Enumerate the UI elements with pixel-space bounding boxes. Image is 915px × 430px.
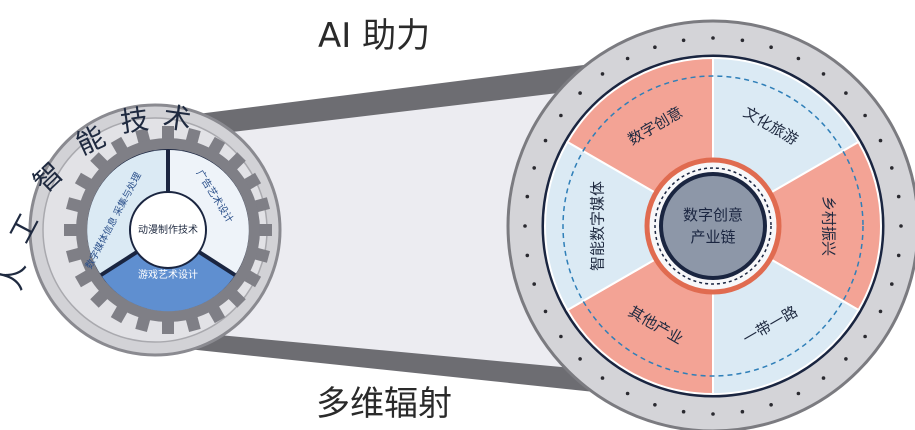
rim-dot	[559, 334, 563, 339]
rim-dot	[740, 409, 745, 414]
rim-dot	[532, 166, 536, 170]
left-hub-label: 动漫制作技术	[138, 223, 198, 236]
right-segment-label: 智能数字媒体	[589, 181, 607, 271]
rim-dot	[625, 56, 630, 61]
left-arc-char: 术	[161, 100, 193, 137]
rim-dot	[532, 282, 536, 286]
rim-dot	[796, 391, 801, 396]
rim-dot	[600, 72, 605, 76]
rim-dot	[681, 409, 686, 414]
rim-dots	[523, 36, 903, 416]
rim-dot	[653, 403, 657, 407]
left-arc-char: 人	[0, 260, 32, 293]
rim-dot	[740, 38, 745, 43]
rim-dot	[543, 138, 548, 143]
left-segment-bottom	[101, 230, 235, 312]
rim-dot	[899, 224, 903, 228]
bottom-label: 多维辐射	[316, 384, 452, 424]
rim-dot	[896, 253, 901, 258]
left-segment-label: 游戏艺术设计	[138, 268, 198, 281]
rim-dot	[525, 253, 530, 258]
rim-dot	[578, 357, 582, 361]
right-hub-line: 数字创意	[683, 206, 743, 224]
rim-dot	[578, 91, 582, 95]
rim-dot	[821, 72, 826, 76]
rim-dot	[821, 376, 826, 380]
rim-dot	[896, 194, 901, 199]
rim-dot	[890, 166, 894, 170]
left-segment-upper-right	[168, 149, 249, 275]
right-segment-label: 乡村振兴	[820, 196, 838, 256]
rim-dot	[890, 282, 894, 286]
left-segment-upper-left	[87, 149, 168, 275]
top-label: AI 助力	[318, 16, 431, 56]
rim-dot	[796, 56, 801, 61]
rim-dot	[863, 113, 867, 118]
rim-dot	[681, 38, 686, 43]
rim-dot	[844, 357, 848, 361]
rim-dot	[769, 403, 773, 407]
rim-dot	[769, 45, 773, 49]
right-inner-dashed-ring	[654, 167, 772, 285]
left-wheel: 人 工 智 能 技 术 数字媒体信息 采集与处理 广告艺术设计 游戏艺术设计 动…	[0, 100, 282, 357]
rim-dot	[844, 91, 848, 95]
rim-dot	[711, 412, 715, 416]
rim-dot	[600, 376, 605, 380]
rim-dot	[559, 113, 563, 118]
left-arc-char: 技	[118, 102, 150, 139]
rim-dot	[525, 194, 530, 199]
right-hub	[659, 172, 767, 280]
rim-dot	[653, 45, 657, 49]
rim-dot	[878, 309, 883, 314]
right-hub-line: 产业链	[690, 228, 735, 246]
rim-dot	[523, 224, 527, 228]
left-hub	[129, 191, 207, 269]
rim-dot	[543, 309, 548, 314]
right-dashed-ring	[562, 75, 864, 377]
rim-dot	[711, 36, 715, 40]
rim-dot	[878, 138, 883, 143]
rim-dot	[625, 391, 630, 396]
rim-dot	[863, 334, 867, 339]
